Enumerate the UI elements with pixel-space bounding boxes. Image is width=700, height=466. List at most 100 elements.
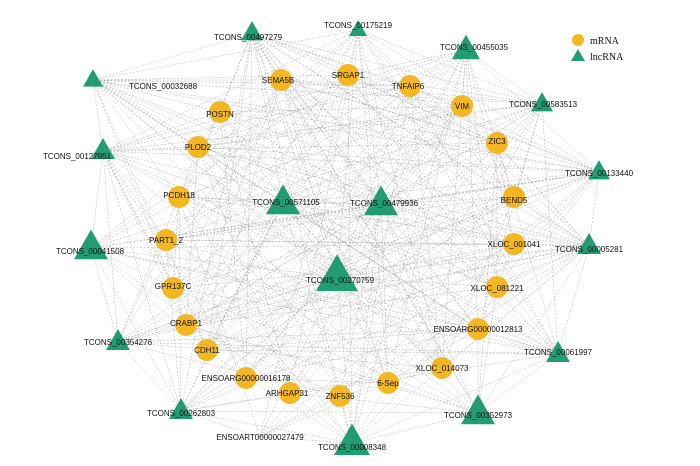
node-tcons-00352973: TCONS_00352973 [444, 394, 513, 425]
edge-tcons-00352973-tcons-00008348 [351, 412, 479, 444]
edge-tcons-00061997-srgap1 [347, 74, 559, 355]
node-label: VIM [455, 102, 470, 111]
edge-tcons-00133440-6-sep [387, 171, 600, 384]
edge-tcons-00479936-bend5 [380, 196, 515, 205]
node-ensoarg00000012813: ENSOARG00000012813 [434, 318, 523, 340]
edge-tcons-00352973-crabp1 [185, 324, 479, 414]
edge-postn-xloc-014073 [219, 111, 443, 369]
edge-tcons-00133440-sema5b [280, 79, 600, 173]
edge-tcons-00479936-xloc-001041 [380, 203, 515, 245]
edge-tcons-00061997-tcons-00352973 [477, 353, 559, 414]
edge-tcons-00497279-tcons-00262803 [180, 32, 253, 412]
edge-tcons-00005281-bend5 [513, 196, 590, 247]
edge-tcons-00479936-pcdh18 [178, 196, 382, 205]
edge-tcons-00175219-tcons-00032688 [92, 29, 359, 81]
edge-tcons-00175219-tcons-00041508 [90, 29, 359, 249]
edge-tcons-00041508-ensoarg00000012813 [90, 247, 479, 330]
edge-tcons-00270759-ensoarg00000012813 [336, 276, 479, 330]
edge-tcons-00479936-tcons-00005281 [380, 203, 590, 247]
edge-tcons-00061997-tcons-00008348 [351, 353, 559, 444]
mrna-circle-marker [503, 186, 525, 208]
lncrna-triangle-marker [349, 20, 367, 36]
edge-plod2-crabp1 [185, 146, 199, 326]
edge-tcons-00127951-crabp1 [102, 150, 187, 326]
mrna-circle-marker [503, 233, 525, 255]
edge-tcons-00354276-xloc-014073 [117, 341, 443, 369]
node-label: ZIC3 [488, 137, 506, 146]
edge-tcons-00583513-gpr137c [172, 103, 543, 289]
edge-tcons-00262803-tcons-00008348 [180, 410, 353, 444]
edge-tcons-00571105-vim [282, 105, 463, 204]
mrna-circle-marker [337, 64, 359, 86]
node-label: ENSOART00000027479 [216, 433, 304, 442]
edge-tcons-00571105-zic3 [282, 142, 498, 204]
edge-tcons-00479936-zic3 [380, 142, 498, 205]
edge-tcons-00175219-xloc-001041 [357, 29, 515, 245]
edge-tcons-00354276-part1-2 [117, 239, 167, 343]
edge-tcons-00127951-gpr137c [102, 150, 174, 289]
edge-tcons-00354276-ensoarg00000012813 [117, 328, 479, 343]
edge-tcons-00479936-znf536 [339, 203, 382, 397]
edge-tcons-00479936-tcons-00262803 [180, 203, 382, 412]
legend-mrna-label: mRNA [590, 36, 620, 47]
node-label: TCONS_00175219 [324, 21, 393, 30]
edge-tcons-00127951-plod2 [102, 146, 199, 152]
legend-lncrna-marker [571, 49, 585, 61]
edge-tcons-00455035-part1-2 [165, 49, 467, 241]
edge-postn-arhgap31 [219, 111, 291, 394]
edge-tcons-00497279-tcons-00583513 [251, 32, 543, 105]
edge-tcons-00041508-tcons-00270759 [90, 247, 338, 278]
edge-tcons-00005281-cdh11 [206, 245, 590, 351]
edge-znf536-ensoart00000027479 [259, 395, 341, 438]
lncrna-triangle-marker [74, 229, 108, 260]
edge-tcons-00270759-bend5 [336, 196, 515, 278]
edge-tcons-00175219-tcons-00061997 [357, 29, 559, 355]
node-tcons-00061997: TCONS_00061997 [524, 340, 593, 362]
mrna-circle-marker [175, 314, 197, 336]
node-tcons-00005281: TCONS_00005281 [555, 232, 624, 254]
edge-tcons-00479936-tcons-00354276 [117, 203, 382, 343]
node-label: TCONS_00354276 [84, 338, 153, 347]
edge-tcons-00479936-tcons-00041508 [90, 203, 382, 249]
edge-crabp1-6-sep [185, 324, 389, 384]
edge-tcons-00262803-bend5 [180, 196, 515, 412]
edge-tcons-00354276-crabp1 [117, 324, 187, 343]
node-postn: POSTN [206, 101, 234, 123]
node-label: TCONS_00583513 [509, 100, 578, 109]
mrna-circle-marker [162, 277, 184, 299]
edge-tnfaip6-gpr137c [172, 85, 411, 289]
edge-srgap1-xloc-081221 [347, 74, 498, 288]
edge-tcons-00497279-tcons-00352973 [251, 32, 479, 414]
edge-tcons-00270759-xloc-081221 [336, 276, 498, 288]
edge-tcons-00133440-tcons-00571105 [282, 171, 600, 204]
edge-sema5b-zic3 [280, 79, 498, 144]
edge-tcons-00008348-ensoart00000027479 [259, 436, 353, 444]
edge-tcons-00354276-znf536 [117, 341, 341, 397]
node-arhgap31: ARHGAP31 [266, 382, 309, 404]
edge-tcons-00175219-tcons-00005281 [357, 29, 590, 247]
edge-srgap1-zic3 [347, 74, 498, 144]
edge-tcons-00479936-plod2 [197, 146, 382, 205]
node-label: TCONS_00455035 [440, 43, 509, 52]
edge-tcons-00270759-crabp1 [185, 276, 338, 326]
node-part1-2: PART1_2 [149, 229, 184, 251]
node-tcons-00175219: TCONS_00175219 [324, 20, 393, 36]
edge-vim-arhgap31 [289, 105, 463, 394]
node-label: ENSOARG00000016178 [202, 374, 292, 383]
edge-tcons-00061997-zic3 [496, 142, 559, 355]
lncrna-triangle-marker [461, 394, 495, 425]
edge-tcons-00497279-tcons-00008348 [251, 32, 353, 444]
edge-tcons-00497279-zic3 [251, 32, 498, 144]
edge-tcons-00061997-cdh11 [206, 349, 559, 355]
edge-tcons-00352973-part1-2 [165, 239, 479, 414]
node-label: ZNF536 [326, 392, 355, 401]
edge-tcons-00133440-ensoarg00000012813 [477, 171, 600, 330]
edge-xloc-081221-crabp1 [185, 286, 498, 326]
edge-tcons-00005281-gpr137c [172, 245, 590, 289]
edge-tcons-00262803-tcons-00352973 [180, 410, 479, 414]
node-label: TCONS_00133440 [565, 169, 634, 178]
edge-tcons-00262803-pcdh18 [178, 196, 182, 412]
edge-tcons-00032688-6-sep [92, 79, 389, 384]
edge-sema5b-crabp1 [185, 79, 282, 326]
edge-layer [90, 29, 600, 444]
